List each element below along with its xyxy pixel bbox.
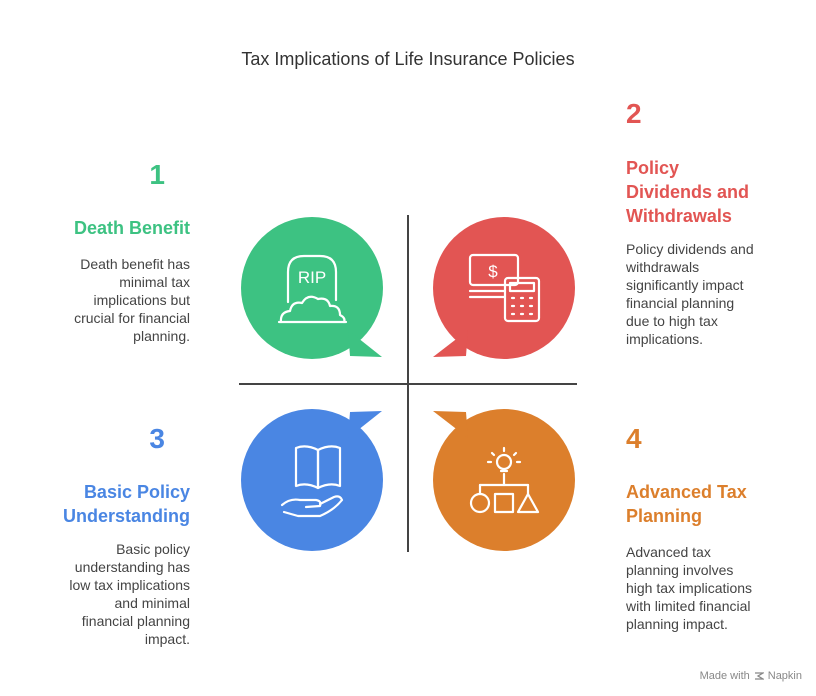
book-in-hand-icon: [280, 445, 344, 518]
quadrant-3-bubble: [241, 409, 383, 551]
quadrant-1-description: Death benefit has minimal tax implicatio…: [0, 255, 190, 345]
desc-line: with limited financial: [626, 598, 751, 614]
lightbulb-shapes-icon: [469, 446, 540, 514]
desc-line: Basic policy: [116, 541, 190, 557]
quadrant-2-description: Policy dividends and withdrawals signifi…: [626, 240, 811, 348]
desc-line: and minimal: [114, 595, 190, 611]
money-calculator-icon: $: [468, 253, 541, 323]
quadrant-3-heading-line: Basic Policy: [83, 482, 190, 502]
desc-line: significantly impact: [626, 277, 744, 293]
desc-line: Death benefit has: [80, 256, 190, 272]
footer-attribution: Made with Napkin: [700, 670, 802, 682]
desc-line: financial planning: [626, 295, 735, 311]
footer-made-with: Made with: [699, 670, 750, 682]
desc-line: Advanced tax: [626, 544, 711, 560]
desc-line: implications.: [626, 331, 704, 347]
quadrant-1-bubble: [241, 217, 383, 359]
desc-line: low tax implications: [69, 577, 190, 593]
quadrant-2-heading-line: Dividends and: [626, 182, 750, 202]
desc-line: implications but: [93, 292, 191, 308]
quadrant-3-heading: Basic Policy Understanding: [0, 480, 190, 528]
quadrant-1-number: 1: [149, 159, 165, 190]
desc-line: planning.: [133, 328, 190, 344]
napkin-logo-icon: [754, 672, 764, 680]
quadrant-2-number: 2: [626, 98, 642, 129]
diagram-title: Tax Implications of Life Insurance Polic…: [241, 49, 575, 69]
quadrant-2-heading-line: Policy: [626, 158, 680, 178]
quadrant-2-heading: Policy Dividends and Withdrawals: [626, 156, 806, 228]
desc-line: planning involves: [626, 562, 734, 578]
desc-line: crucial for financial: [74, 310, 190, 326]
tombstone-text: RIP: [298, 268, 326, 287]
dollar-sign: $: [488, 262, 498, 281]
desc-line: withdrawals: [626, 259, 700, 275]
quadrant-1-heading-line: Death Benefit: [73, 218, 190, 238]
quadrant-3-description: Basic policy understanding has low tax i…: [0, 540, 190, 648]
quadrant-2-heading-line: Withdrawals: [626, 206, 732, 226]
desc-line: planning impact.: [626, 616, 728, 632]
desc-line: due to high tax: [626, 313, 718, 329]
quadrant-4-description: Advanced tax planning involves high tax …: [626, 543, 811, 633]
quadrant-4-heading-line: Advanced Tax: [626, 482, 747, 502]
desc-line: Policy dividends and: [626, 241, 754, 257]
quadrant-4-number: 4: [626, 423, 642, 454]
quadrant-4-heading-line: Planning: [626, 506, 702, 526]
quadrant-3-heading-line: Understanding: [62, 506, 190, 526]
quadrant-4-heading: Advanced Tax Planning: [626, 480, 806, 528]
desc-line: high tax implications: [626, 580, 753, 596]
desc-line: minimal tax: [119, 274, 190, 290]
tombstone-icon: RIP: [277, 254, 348, 324]
desc-line: financial planning: [81, 613, 190, 629]
desc-line: impact.: [144, 631, 190, 647]
desc-line: understanding has: [74, 559, 190, 575]
footer-brand[interactable]: Napkin: [767, 670, 802, 682]
quadrant-3-number: 3: [149, 423, 165, 454]
quadrant-1-heading: Death Benefit: [0, 216, 190, 240]
